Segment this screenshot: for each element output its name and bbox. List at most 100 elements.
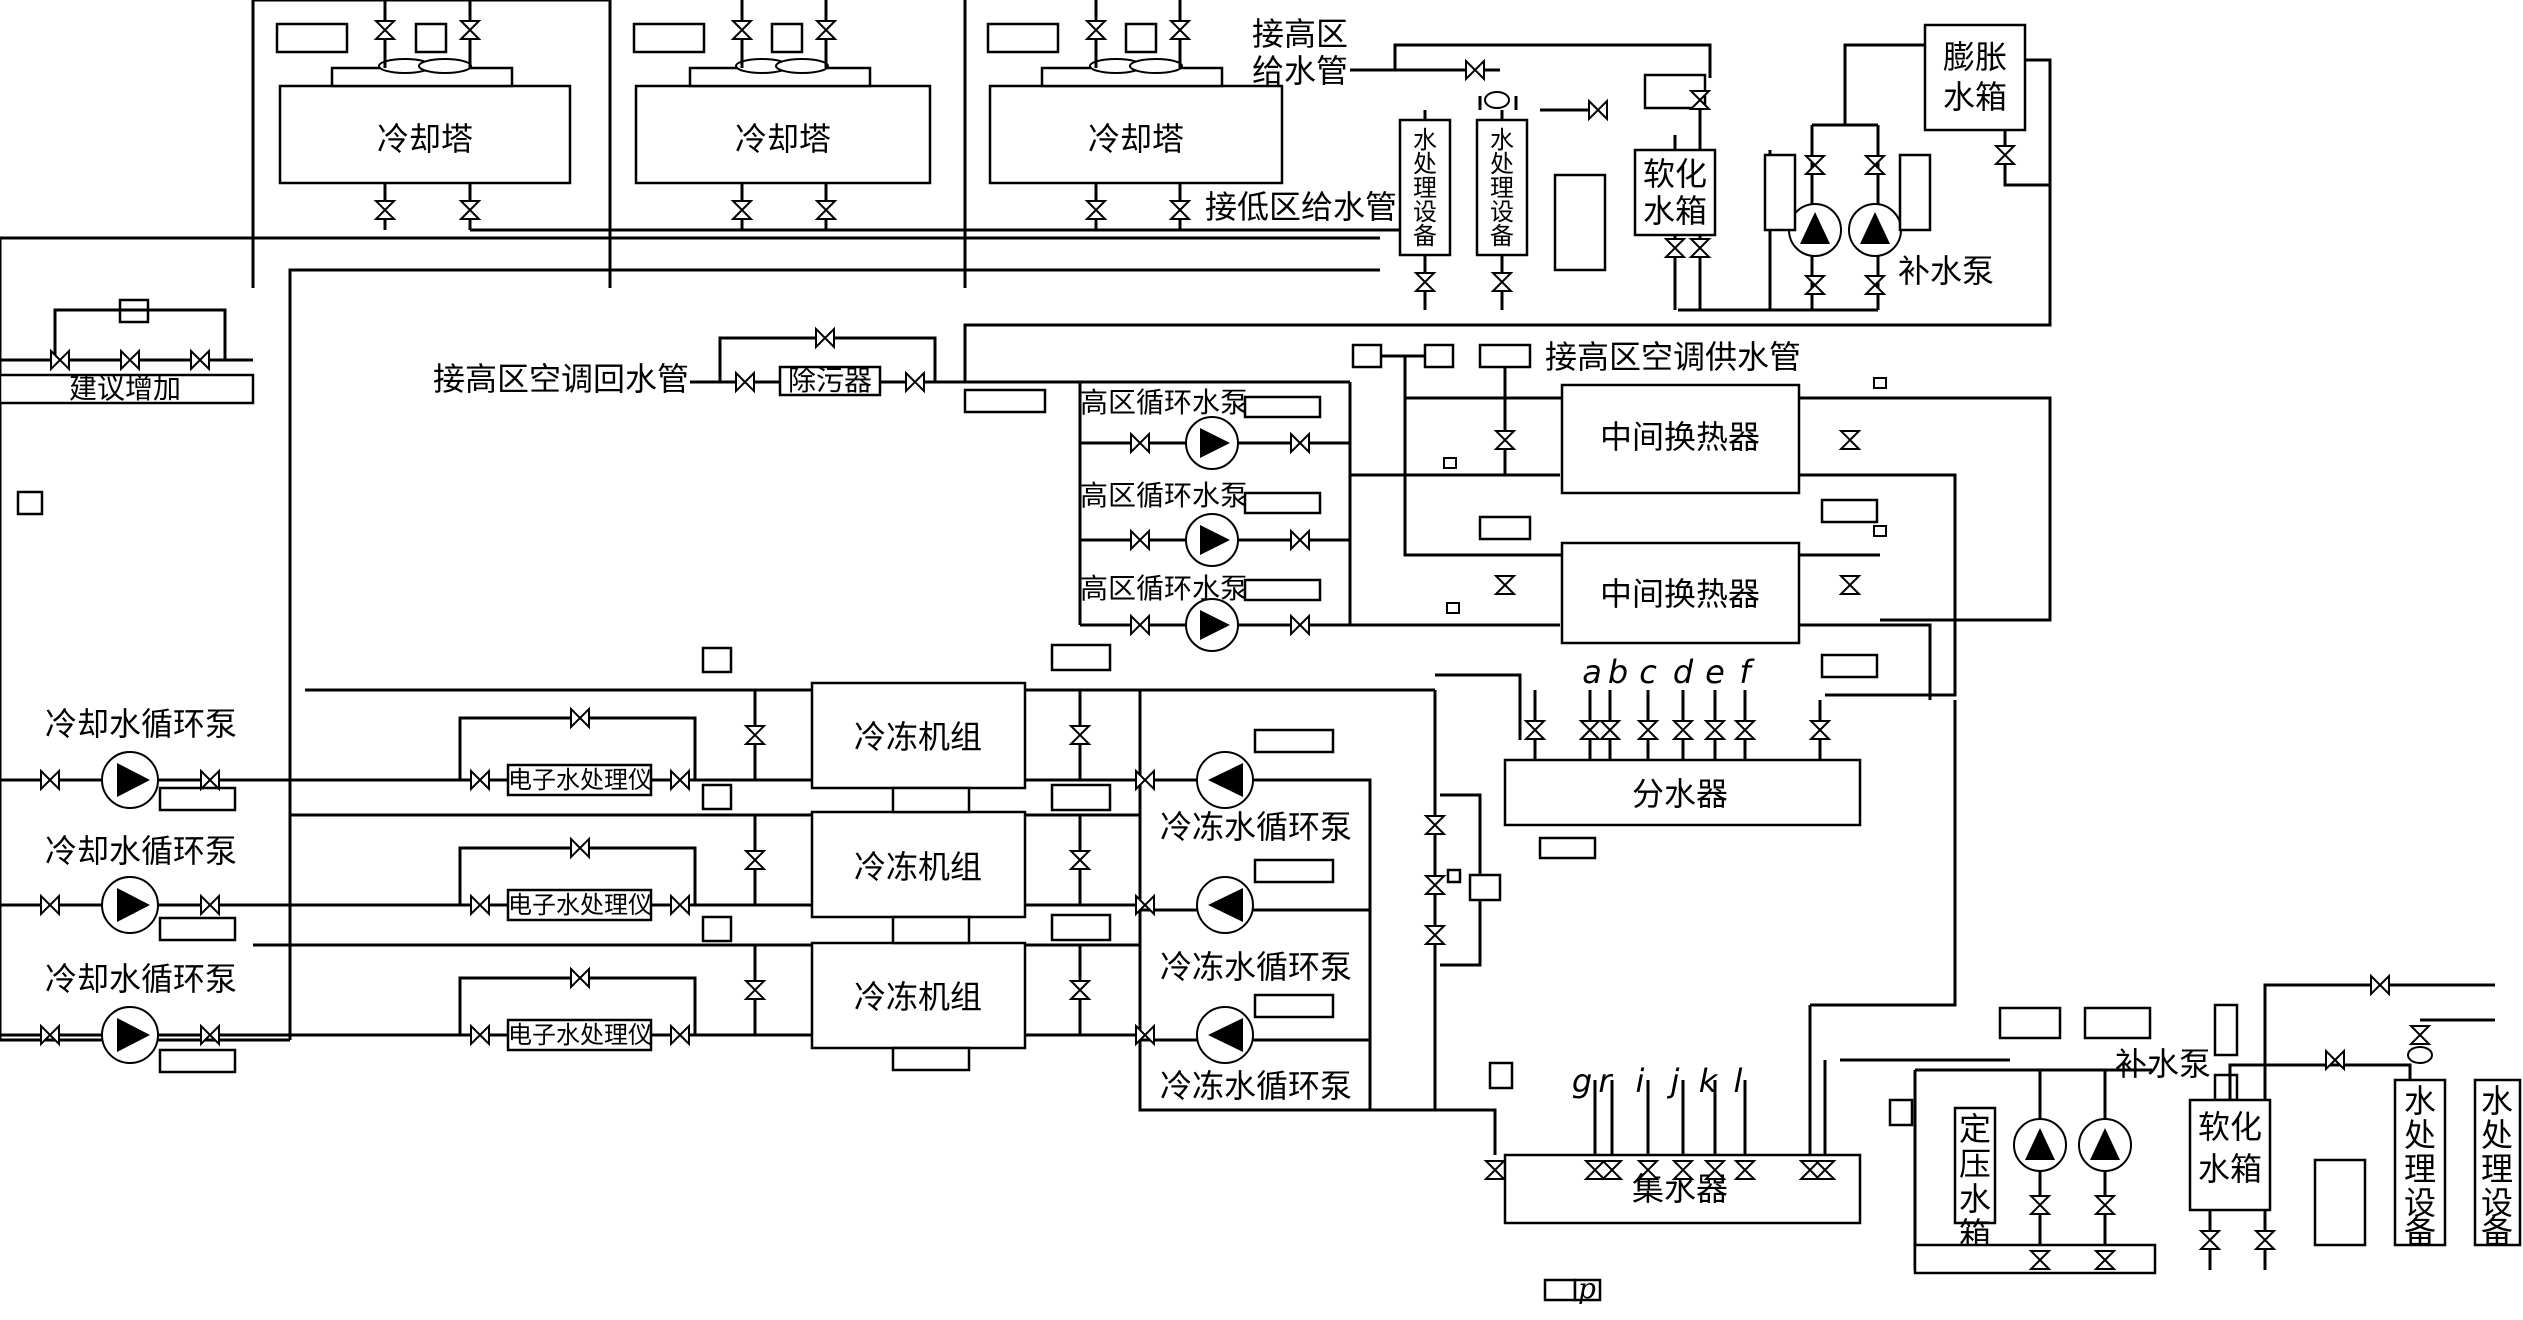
valve-icon — [730, 20, 754, 40]
valve-icon — [1808, 720, 1832, 740]
svg-text:水: 水 — [1413, 126, 1437, 154]
svg-text:水: 水 — [1490, 126, 1514, 154]
valve-icon — [1703, 720, 1727, 740]
svg-text:冷冻水循环泵: 冷冻水循环泵 — [1160, 948, 1352, 986]
svg-text:i: i — [1636, 1062, 1645, 1100]
valve-icon — [1084, 20, 1108, 40]
chilled-water-pump-2: 冷冻水循环泵 — [1160, 858, 1352, 986]
valve-icon — [1863, 155, 1887, 175]
valve-icon — [1583, 1160, 1607, 1180]
valve-icon — [1290, 613, 1310, 637]
svg-text:a: a — [1582, 653, 1602, 691]
valve-icon — [1135, 1023, 1155, 1047]
svg-text:压: 压 — [1959, 1145, 1991, 1183]
svg-text:水箱: 水箱 — [1643, 192, 1707, 230]
svg-text:设: 设 — [1413, 198, 1437, 226]
svg-text:水: 水 — [1959, 1180, 1991, 1218]
svg-text:c: c — [1639, 653, 1657, 691]
svg-text:水箱: 水箱 — [2198, 1150, 2262, 1188]
valve-icon — [200, 768, 220, 792]
svg-text:电子水处理仪: 电子水处理仪 — [508, 1021, 652, 1049]
svg-text:理: 理 — [1490, 174, 1514, 202]
valve-icon — [815, 326, 835, 350]
svg-text:备: 备 — [2481, 1213, 2513, 1251]
hvac-return-label: 接高区空调回水管 — [433, 360, 689, 398]
valve-icon — [1578, 720, 1602, 740]
valve-icon — [570, 706, 590, 730]
valve-icon — [458, 20, 482, 40]
valve-icon — [1703, 1160, 1727, 1180]
valve-icons — [40, 20, 2432, 1270]
hvac-supply-label: 接高区空调供水管 — [1545, 338, 1801, 376]
chilled-water-pump-1: 冷冻水循环泵 — [1160, 728, 1352, 846]
valve-icon — [2253, 1230, 2277, 1250]
sensor-icon — [1446, 602, 1460, 614]
cooling-tower-1: 冷却塔 — [275, 22, 572, 185]
svg-text:电子水处理仪: 电子水处理仪 — [508, 766, 652, 794]
valve-icon — [470, 768, 490, 792]
valve-icon — [1490, 272, 1514, 292]
valve-icon — [200, 893, 220, 917]
valve-icon — [2093, 1250, 2117, 1270]
p-label: p — [1578, 1272, 1596, 1305]
valve-icon — [1600, 1160, 1624, 1180]
valve-icon — [1803, 275, 1827, 295]
valve-icon — [1130, 431, 1150, 455]
constant-pressure-tank — [1953, 1106, 1997, 1225]
valve-icon — [1733, 720, 1757, 740]
valve-icon — [373, 20, 397, 40]
svg-text:高区循环水泵: 高区循环水泵 — [1080, 479, 1248, 512]
svg-text:处: 处 — [1490, 150, 1514, 178]
valve-icon — [1135, 768, 1155, 792]
valve-icon — [1068, 725, 1092, 745]
svg-text:高区循环水泵: 高区循环水泵 — [1080, 386, 1248, 419]
valve-icon — [40, 893, 60, 917]
valve-icon — [190, 348, 210, 372]
valve-icon — [1636, 720, 1660, 740]
makeup-pump-top-2 — [1848, 203, 1902, 257]
makeup-pump-label-top: 补水泵 — [1898, 252, 1994, 290]
valve-icon — [670, 893, 690, 917]
valve-icon — [1413, 272, 1437, 292]
makeup-pump-label-bottom: 补水泵 — [2115, 1045, 2211, 1083]
svg-text:高区循环水泵: 高区循环水泵 — [1080, 572, 1248, 605]
valve-icon — [2325, 1048, 2345, 1072]
valve-icon — [2370, 973, 2390, 997]
valve-icon — [743, 850, 767, 870]
svg-text:处: 处 — [1413, 150, 1437, 178]
valve-icon — [1803, 155, 1827, 175]
distributor-branch-labels: a b c d e f — [1582, 653, 1755, 691]
valve-icon — [814, 200, 838, 220]
valve-icon — [1423, 815, 1447, 835]
valve-icon — [1993, 145, 2017, 165]
valve-icon — [1290, 528, 1310, 552]
svg-text:g: g — [1572, 1062, 1592, 1100]
water-treatment-equipment-4 — [2473, 1078, 2522, 1247]
svg-text:冷冻机组: 冷冻机组 — [854, 978, 982, 1016]
valve-icon — [1465, 58, 1485, 82]
svg-text:除污器: 除污器 — [788, 364, 872, 397]
svg-text:水: 水 — [2481, 1082, 2513, 1120]
svg-text:备: 备 — [1490, 222, 1514, 250]
valve-icon — [458, 200, 482, 220]
makeup-pump-bottom-1 — [2013, 1118, 2067, 1172]
valve-icon — [1084, 200, 1108, 220]
high-zone-pump-3: 高区循环水泵 — [1080, 572, 1350, 652]
cooling-water-pump-1: 冷却水循环泵 — [0, 705, 812, 812]
makeup-pump-bottom-2 — [2078, 1118, 2132, 1172]
svg-text:理: 理 — [2481, 1150, 2513, 1188]
svg-text:f: f — [1739, 653, 1755, 691]
suggest-add-label: 建议增加 — [69, 372, 181, 405]
valve-icon — [2198, 1230, 2222, 1250]
valve-icon — [670, 1023, 690, 1047]
heat-exchanger-1 — [1560, 383, 1801, 495]
svg-text:设: 设 — [1490, 198, 1514, 226]
valve-icon — [814, 20, 838, 40]
svg-text:设: 设 — [2481, 1184, 2513, 1222]
valve-icon — [40, 768, 60, 792]
valve-icon — [1423, 925, 1447, 945]
valve-icon — [50, 348, 70, 372]
svg-text:冷冻水循环泵: 冷冻水循环泵 — [1160, 808, 1352, 846]
valve-icon — [1663, 238, 1687, 258]
